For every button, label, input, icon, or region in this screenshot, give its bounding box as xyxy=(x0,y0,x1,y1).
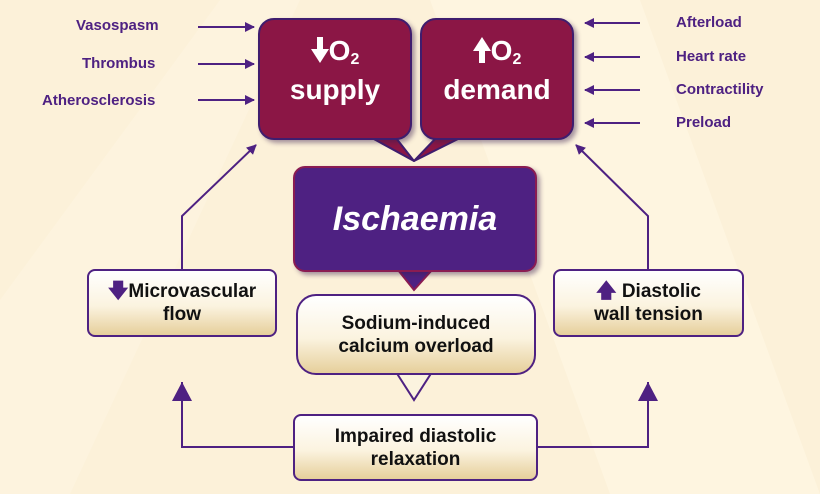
sodium-tail xyxy=(394,371,434,402)
factor-contractility: Contractility xyxy=(676,81,764,98)
ischaemia-tail xyxy=(395,269,435,292)
microvascular-line2: flow xyxy=(163,304,201,325)
factor-heart-rate: Heart rate xyxy=(676,48,747,65)
ischaemia-box: Ischaemia xyxy=(293,166,537,272)
right-loop-upper xyxy=(575,144,649,270)
arrow-up-icon xyxy=(472,37,491,63)
factor-thrombus: Thrombus xyxy=(82,55,156,72)
factor-vasospasm: Vasospasm xyxy=(76,17,159,34)
o2-subscript: 2 xyxy=(512,51,522,68)
demand-tail xyxy=(413,137,461,162)
right-loop-lower-head xyxy=(638,382,658,401)
o2-demand-box: O2 demand xyxy=(420,18,574,140)
impaired-line2: relaxation xyxy=(370,448,461,470)
microvascular-line1: Microvascular xyxy=(128,281,257,302)
o2-symbol: O xyxy=(328,35,351,66)
arrow-down-icon xyxy=(310,37,329,63)
left-loop-lower-head xyxy=(172,382,192,401)
o2-supply-box: O2 supply xyxy=(258,18,412,140)
arrow-up-icon: 🡅 xyxy=(595,280,617,302)
left-loop-upper xyxy=(181,144,257,270)
background-streak xyxy=(0,0,300,494)
right-loop-lower xyxy=(538,382,649,448)
sodium-line1: Sodium-induced xyxy=(341,312,491,334)
impaired-relaxation-box: Impaired diastolic relaxation xyxy=(293,414,538,481)
left-loop-lower xyxy=(181,382,294,448)
diastolic-line1: Diastolic xyxy=(621,281,702,302)
sodium-line2: calcium overload xyxy=(338,335,494,357)
diastolic-line2: wall tension xyxy=(594,304,703,325)
o2-subscript: 2 xyxy=(350,51,360,68)
o2-supply-label: supply xyxy=(289,74,381,105)
factor-afterload: Afterload xyxy=(676,14,742,31)
arrow-down-icon: 🡇 xyxy=(107,280,129,302)
factor-atherosclerosis: Atherosclerosis xyxy=(42,92,156,109)
o2-symbol: O xyxy=(490,35,513,66)
microvascular-flow-box: 🡇Microvascular flow xyxy=(87,269,277,337)
diastolic-wall-tension-box: 🡅 Diastolic wall tension xyxy=(553,269,744,337)
o2-demand-label: demand xyxy=(443,74,551,105)
supply-tail xyxy=(371,137,415,162)
sodium-calcium-box: Sodium-induced calcium overload xyxy=(296,294,536,375)
factor-preload: Preload xyxy=(676,114,732,131)
impaired-line1: Impaired diastolic xyxy=(334,425,497,447)
